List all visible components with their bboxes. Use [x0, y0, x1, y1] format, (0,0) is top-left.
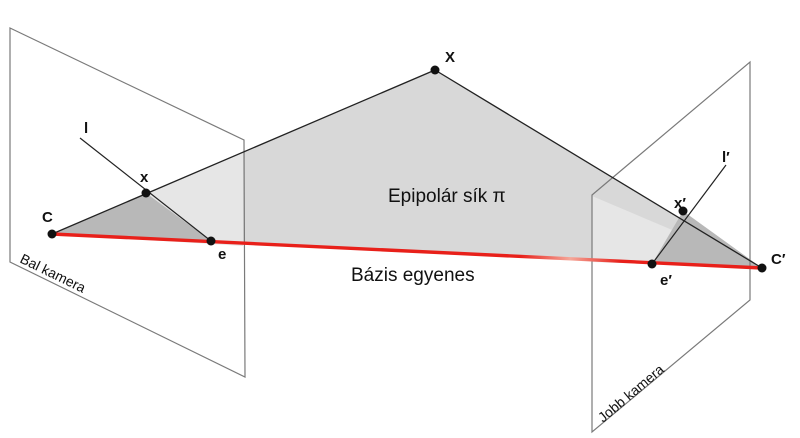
- label-baseline: Bázis egyenes: [351, 265, 475, 286]
- baseline: [51, 232, 763, 270]
- label-C: C: [42, 209, 53, 226]
- label-e: e: [218, 246, 226, 263]
- label-l: l: [84, 120, 88, 137]
- label-epipolar-plane: Epipolár sík π: [388, 186, 506, 207]
- right-image-triangle: [652, 211, 762, 268]
- label-x: x: [140, 169, 149, 186]
- point-X: [430, 65, 440, 75]
- ray-C-X: [51, 69, 436, 235]
- left-image-triangle: [52, 193, 211, 241]
- label-x-prime: x′: [674, 195, 686, 212]
- point-e-prime: [647, 259, 657, 269]
- label-e-prime: e′: [660, 272, 672, 289]
- point-C-prime: [757, 263, 767, 273]
- point-x-prime: [678, 206, 688, 216]
- label-X: X: [445, 49, 455, 66]
- point-x: [141, 188, 151, 198]
- epipolar-line-l-prime: [651, 164, 727, 265]
- right-camera-plane: [591, 60, 751, 434]
- label-l-prime: l′: [722, 149, 730, 166]
- ray-X-Cprime: [434, 69, 763, 269]
- label-C-prime: C′: [771, 251, 786, 268]
- left-camera-plane: [9, 27, 246, 378]
- label-left-camera: Bal kamera: [18, 250, 89, 296]
- label-right-camera: Jobb kamera: [595, 361, 667, 425]
- point-C: [47, 229, 57, 239]
- point-e: [206, 236, 216, 246]
